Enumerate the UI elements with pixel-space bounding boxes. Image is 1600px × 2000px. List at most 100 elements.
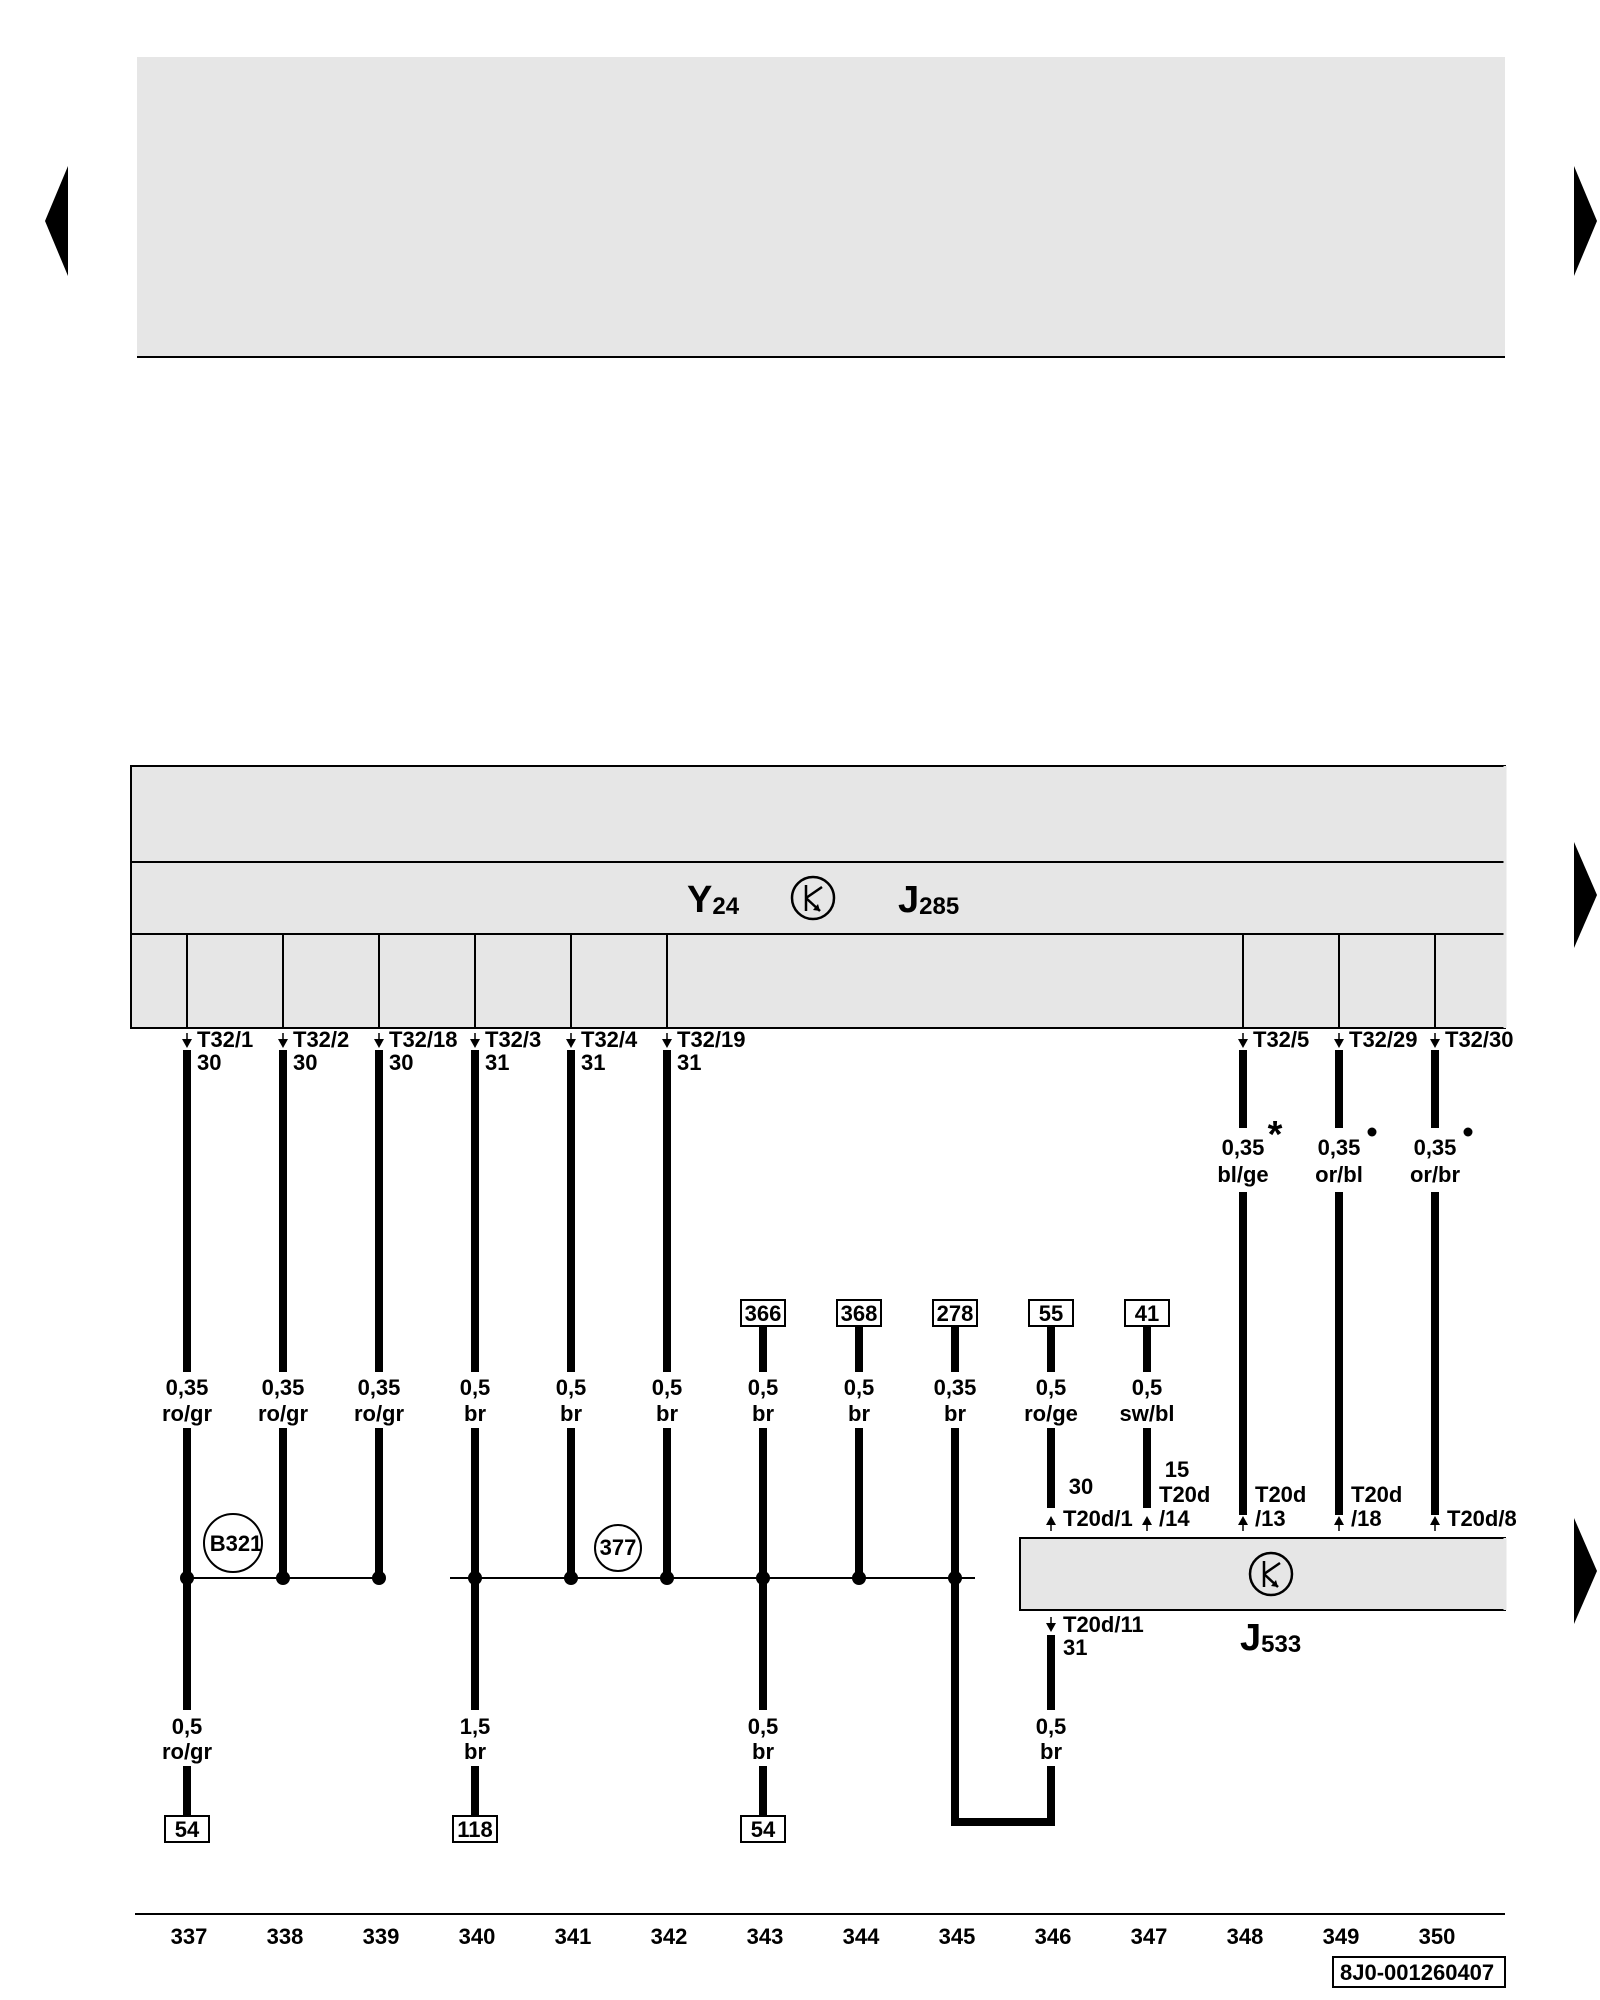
triangle-right-icon[interactable]	[1574, 166, 1597, 276]
pin-arrow-6	[1238, 1039, 1248, 1048]
mid-color-2: ro/gr	[354, 1401, 405, 1426]
lower-color-9: br	[1040, 1739, 1062, 1764]
mid-color-1: ro/gr	[258, 1401, 309, 1426]
pin-label-8: T32/30	[1445, 1027, 1514, 1052]
ref-top-10-box	[1124, 1299, 1170, 1327]
wire-size-12: 0,35	[1318, 1135, 1361, 1160]
pin-label-7: T32/29	[1349, 1027, 1418, 1052]
pin-label-1: T32/2	[293, 1027, 349, 1052]
column-number-340: 340	[459, 1924, 496, 1949]
column-number-337: 337	[171, 1924, 208, 1949]
ref-top-10: 41	[1135, 1301, 1159, 1326]
j533-pin-3: T20d	[1351, 1482, 1402, 1507]
wire-color-12: or/bl	[1315, 1162, 1363, 1187]
pin-label-3: T32/3	[485, 1027, 541, 1052]
lower-color-6: br	[752, 1739, 774, 1764]
j533-ground-term: 31	[1063, 1635, 1087, 1660]
j533-pin2-2: /13	[1255, 1506, 1286, 1531]
mid-color-4: br	[560, 1401, 582, 1426]
mid-size-6: 0,5	[748, 1375, 779, 1400]
ref-top-9: 55	[1039, 1301, 1063, 1326]
mid-size-10: 0,5	[1132, 1375, 1163, 1400]
doc-id: 8J0-001260407	[1340, 1960, 1494, 1985]
column-number-344: 344	[843, 1924, 880, 1949]
pin-term-5: 31	[677, 1050, 701, 1075]
pin-arrow-5	[662, 1039, 672, 1048]
j533-pin-2: T20d	[1255, 1482, 1306, 1507]
j533-term-1: 15	[1165, 1457, 1189, 1482]
column-number-350: 350	[1419, 1924, 1456, 1949]
j533-pin-4: T20d/8	[1447, 1506, 1517, 1531]
splice-dot-1	[276, 1571, 290, 1585]
ref-bottom-3-box	[452, 1815, 498, 1843]
ref-bottom-6: 54	[751, 1817, 776, 1842]
ref-top-6-box	[740, 1299, 786, 1327]
mid-size-9: 0,5	[1036, 1375, 1067, 1400]
top-component-band	[137, 57, 1505, 357]
j533-pin2-1: /14	[1159, 1506, 1190, 1531]
ref-top-8-box	[932, 1299, 978, 1327]
j533-ground-pin: T20d/11	[1063, 1612, 1144, 1637]
wire-size-13: 0,35	[1414, 1135, 1457, 1160]
wire-mark-dot-13	[1463, 1127, 1473, 1137]
lower-color-0: ro/gr	[162, 1739, 213, 1764]
splice-377-circle	[594, 1524, 642, 1572]
mid-size-5: 0,5	[652, 1375, 683, 1400]
splice-dot-5	[660, 1571, 674, 1585]
j533-pin-arrow-1	[1142, 1516, 1152, 1525]
pin-label-4: T32/4	[581, 1027, 638, 1052]
column-number-343: 343	[747, 1924, 784, 1949]
mid-color-6: br	[752, 1401, 774, 1426]
wire-color-11: bl/ge	[1217, 1162, 1268, 1187]
pin-arrow-0	[182, 1039, 192, 1048]
pin-arrow-7	[1334, 1039, 1344, 1048]
splice-b321-label: B321	[210, 1531, 263, 1556]
pin-arrow-2	[374, 1039, 384, 1048]
ref-top-6: 366	[745, 1301, 782, 1326]
mid-size-1: 0,35	[262, 1375, 305, 1400]
triangle-left-icon[interactable]	[45, 166, 68, 276]
mid-size-4: 0,5	[556, 1375, 587, 1400]
mid-color-0: ro/gr	[162, 1401, 213, 1426]
triangle-right-icon-3[interactable]	[1574, 1518, 1597, 1624]
column-number-339: 339	[363, 1924, 400, 1949]
j533-pin-1: T20d	[1159, 1482, 1210, 1507]
j533-pin-arrow-3	[1334, 1516, 1344, 1525]
column-number-347: 347	[1131, 1924, 1168, 1949]
mid-size-8: 0,35	[934, 1375, 977, 1400]
ref-top-8: 278	[937, 1301, 974, 1326]
j285-label: J285	[898, 879, 959, 921]
wires-layer	[164, 934, 1473, 1843]
j533-pin-arrow-4	[1430, 1516, 1440, 1525]
triangle-right-icon-2[interactable]	[1574, 842, 1597, 948]
lower-size-0: 0,5	[172, 1714, 203, 1739]
column-number-342: 342	[651, 1924, 688, 1949]
ref-bottom-0: 54	[175, 1817, 200, 1842]
pin-term-0: 30	[197, 1050, 221, 1075]
lower-size-3: 1,5	[460, 1714, 491, 1739]
pin-label-0: T32/1	[197, 1027, 253, 1052]
mid-color-8: br	[944, 1401, 966, 1426]
j533-pin2-3: /18	[1351, 1506, 1382, 1531]
pin-arrow-8	[1430, 1039, 1440, 1048]
splice-377-label: 377	[600, 1535, 637, 1560]
wire-color-13: or/br	[1410, 1162, 1461, 1187]
mid-color-3: br	[464, 1401, 486, 1426]
mid-color-7: br	[848, 1401, 870, 1426]
j533-control-unit-icon	[1248, 1551, 1294, 1597]
wire-mark-11: *	[1268, 1114, 1283, 1156]
column-number-341: 341	[555, 1924, 592, 1949]
j533-pin-arrow-2	[1238, 1516, 1248, 1525]
splice-dot-4	[564, 1571, 578, 1585]
ref-top-7: 368	[841, 1301, 878, 1326]
ref-bottom-6-box	[740, 1815, 786, 1843]
ref-bottom-3: 118	[457, 1817, 493, 1842]
splice-dot-7	[852, 1571, 866, 1585]
pin-arrow-4	[566, 1039, 576, 1048]
wire-size-11: 0,35	[1222, 1135, 1265, 1160]
y24-j285-label-strip	[130, 861, 1506, 935]
column-number-346: 346	[1035, 1924, 1072, 1949]
mid-size-3: 0,5	[460, 1375, 491, 1400]
